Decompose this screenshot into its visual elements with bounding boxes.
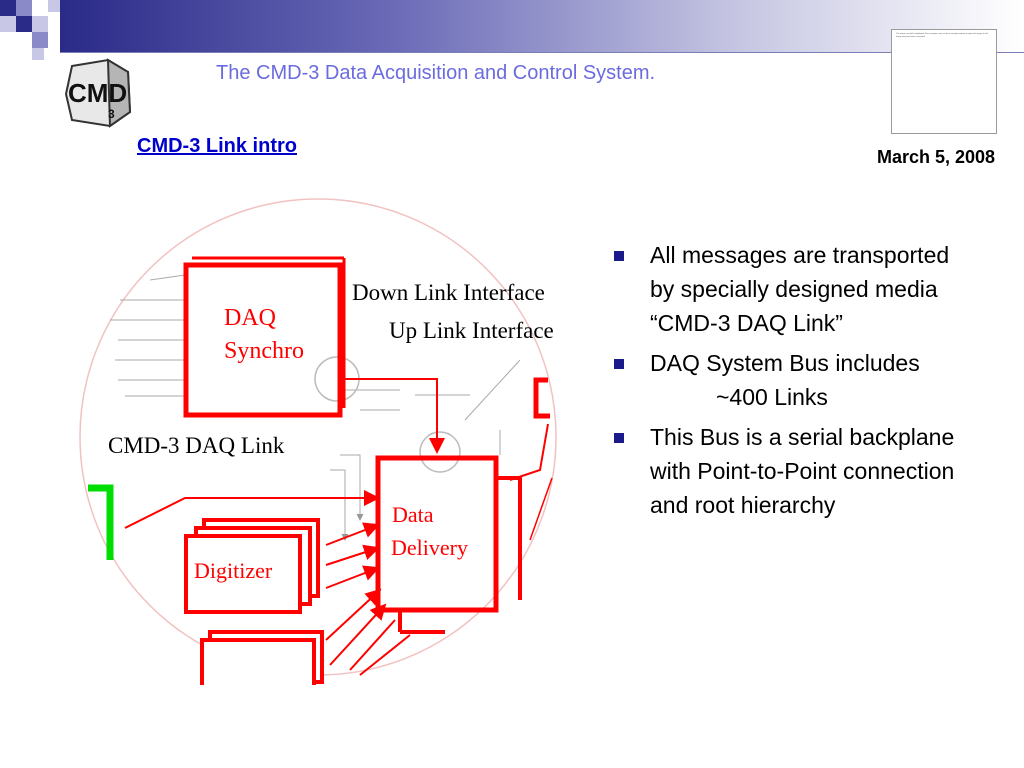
header-rule [60, 52, 1024, 53]
bullet-subtext: ~400 Links [716, 384, 828, 410]
cmd3-daq-link-label: CMD-3 DAQ Link [108, 433, 285, 458]
square-bullet-icon [614, 359, 624, 369]
green-bracket [88, 484, 114, 560]
placeholder-text: The image cannot be displayed. Your comp… [896, 33, 989, 38]
bullet-item: DAQ System Bus includes ~400 Links [612, 346, 957, 414]
down-link-label: Down Link Interface [352, 280, 545, 305]
date-label: March 5, 2008 [877, 147, 996, 167]
up-link-label: Up Link Interface [389, 318, 554, 343]
cmd3-logo: CMD 3 [64, 58, 132, 128]
bullet-item: This Bus is a serial backplane with Poin… [612, 420, 957, 522]
logo-text: CMD [68, 78, 127, 108]
image-placeholder: The image cannot be displayed. Your comp… [891, 29, 997, 134]
daq-synchro-label-2: Synchro [224, 338, 304, 364]
bullet-text: All messages are transported by speciall… [650, 242, 950, 336]
square-bullet-icon [614, 251, 624, 261]
corner-decoration [0, 0, 60, 60]
digitizer-box [184, 534, 302, 614]
cmd3-link-intro-link[interactable]: CMD-3 Link intro [137, 135, 297, 157]
daq-diagram: DAQ Synchro Down Link Interface Up Link … [79, 198, 557, 685]
data-delivery-box [375, 455, 499, 613]
bullet-text: This Bus is a serial backplane with Poin… [650, 424, 955, 518]
logo-sub: 3 [108, 107, 115, 121]
data-delivery-label-1: Data [392, 502, 434, 527]
digitizer-label: Digitizer [194, 558, 273, 583]
bullet-text: DAQ System Bus includes [650, 350, 920, 376]
page-title: The CMD-3 Data Acquisition and Control S… [216, 62, 656, 84]
daq-synchro-box [183, 262, 343, 418]
bullet-list: All messages are transported by speciall… [612, 238, 957, 528]
data-delivery-label-2: Delivery [391, 535, 468, 560]
daq-synchro-label-1: DAQ [224, 305, 276, 331]
square-bullet-icon [614, 433, 624, 443]
header-band [60, 0, 1024, 52]
bullet-item: All messages are transported by speciall… [612, 238, 957, 340]
